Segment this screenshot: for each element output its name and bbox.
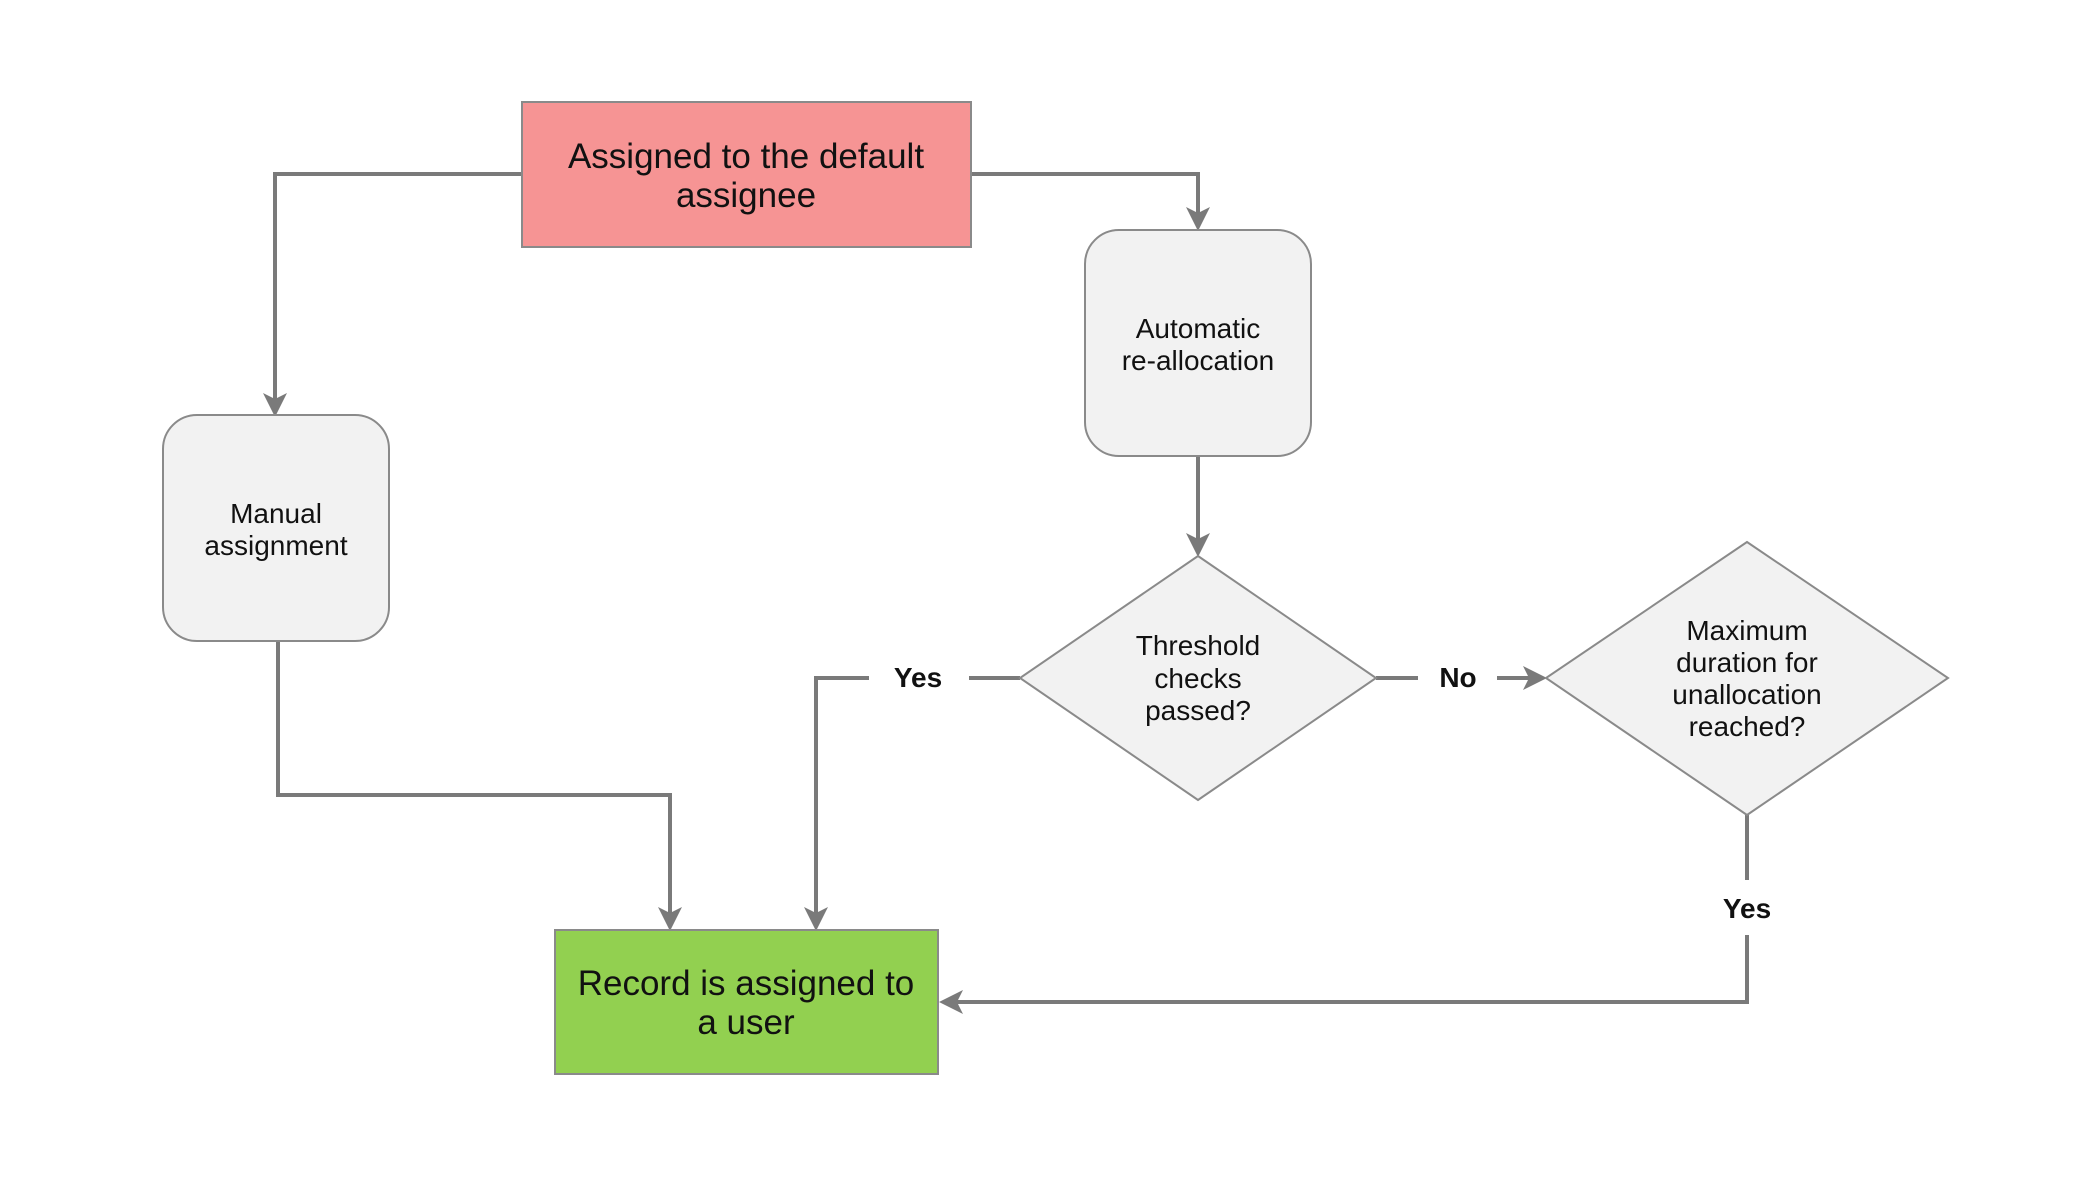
edge-label-max-yes: Yes — [1723, 893, 1771, 924]
node-max-duration-line4: reached? — [1689, 711, 1806, 742]
edge-labels: Yes No Yes — [894, 662, 1771, 924]
node-automatic-reallocation-box — [1084, 229, 1312, 457]
node-manual-assignment-line2: assignment — [204, 530, 347, 561]
edge-default-to-manual — [263, 172, 522, 417]
edge-label-threshold-yes: Yes — [894, 662, 942, 693]
node-threshold-check-diamond — [1018, 554, 1378, 802]
node-automatic-reallocation-line1: Automatic — [1136, 313, 1261, 344]
edge-default-to-automatic — [971, 172, 1210, 231]
edge-label-threshold-no: No — [1439, 662, 1476, 693]
node-default-assignee-line1: Assigned to the default — [568, 137, 924, 176]
node-default-assignee-box — [521, 101, 972, 248]
node-automatic-reallocation: Automatic re-allocation — [1084, 229, 1312, 457]
node-record-assigned: Record is assigned to a user — [554, 929, 939, 1075]
node-max-duration-diamond — [1544, 540, 1950, 817]
node-max-duration-line2: duration for — [1676, 647, 1818, 678]
node-manual-assignment: Manual assignment — [162, 414, 390, 642]
node-record-assigned-line1: Record is assigned to — [578, 964, 915, 1003]
edge-threshold-yes-part2 — [804, 676, 869, 931]
node-max-duration-line1: Maximum — [1686, 615, 1807, 646]
node-max-duration-line3: unallocation — [1672, 679, 1821, 710]
node-manual-assignment-line1: Manual — [230, 498, 322, 529]
node-threshold-check-line1: Threshold — [1136, 630, 1261, 661]
node-record-assigned-line2: a user — [697, 1003, 795, 1042]
node-default-assignee: Assigned to the default assignee — [521, 101, 972, 248]
edge-manual-to-record — [276, 641, 682, 931]
node-threshold-check-line3: passed? — [1145, 695, 1251, 726]
node-manual-assignment-box — [162, 414, 390, 642]
edges — [263, 172, 1749, 1014]
node-threshold-check: Threshold checks passed? — [1018, 554, 1378, 802]
edge-max-yes-part2 — [939, 935, 1749, 1014]
node-automatic-reallocation-line2: re-allocation — [1122, 345, 1275, 376]
node-default-assignee-line2: assignee — [676, 176, 816, 215]
node-threshold-check-line2: checks — [1154, 663, 1241, 694]
node-max-duration: Maximum duration for unallocation reache… — [1544, 540, 1950, 817]
node-record-assigned-box — [554, 929, 939, 1075]
